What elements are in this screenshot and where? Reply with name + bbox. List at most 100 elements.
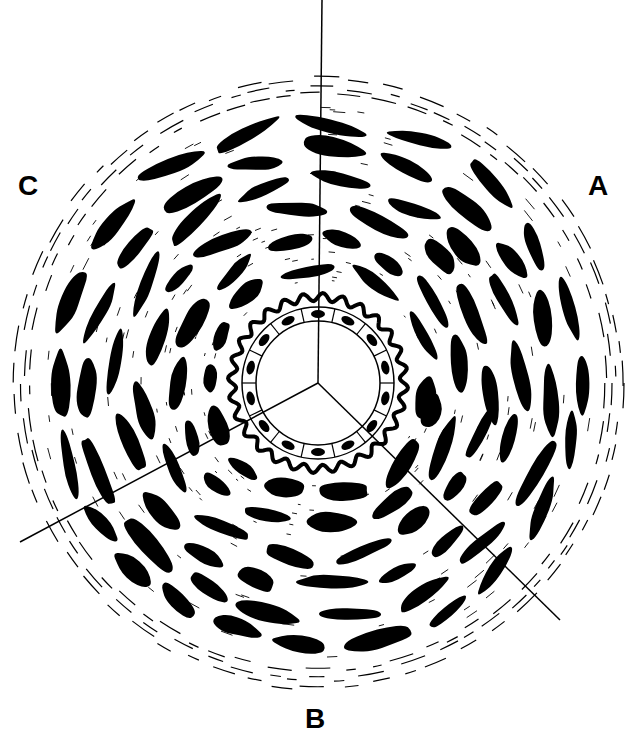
smooth-muscle-cell <box>209 320 233 353</box>
collagen-fiber <box>529 292 531 297</box>
adventitia-fiber <box>157 643 170 651</box>
adventitia-fiber <box>523 177 536 191</box>
collagen-fiber <box>525 543 529 548</box>
collagen-fiber <box>175 327 177 332</box>
collagen-fiber <box>114 472 117 479</box>
smooth-muscle-cell <box>75 357 99 418</box>
adventitia-fiber <box>549 197 563 216</box>
collagen-fiber <box>380 274 383 276</box>
collagen-fiber <box>166 402 168 406</box>
cell-boundary <box>332 443 335 457</box>
smooth-muscle-cell <box>541 363 561 437</box>
collagen-fiber <box>236 227 240 229</box>
collagen-fiber <box>262 241 266 242</box>
smooth-muscle-cell <box>235 172 291 207</box>
collagen-fiber <box>244 312 247 315</box>
adventitia-fiber <box>613 315 617 332</box>
adventitia-fiber <box>457 114 471 121</box>
collagen-fiber <box>122 473 125 480</box>
adventitia-fiber <box>132 621 154 637</box>
collagen-fiber <box>405 252 411 256</box>
adventitia-fiber <box>391 94 400 96</box>
collagen-fiber <box>48 351 50 360</box>
adventitia-fiber <box>68 235 74 245</box>
collagen-fiber <box>361 163 368 165</box>
collagen-fiber <box>588 418 590 431</box>
smooth-muscle-cell <box>439 222 486 272</box>
smooth-muscle-cells <box>47 110 589 658</box>
smooth-muscle-cell <box>112 224 156 272</box>
collagen-fiber <box>156 456 160 464</box>
collagen-fiber <box>106 338 108 343</box>
endothelial-nucleus <box>257 332 272 348</box>
adventitia-fiber <box>287 678 297 680</box>
collagen-fiber <box>72 429 73 435</box>
collagen-fiber <box>48 448 51 459</box>
smooth-muscle-cell <box>427 592 469 631</box>
adventitia-fiber <box>420 97 444 107</box>
collagen-fiber <box>298 504 301 505</box>
collagen-fiber <box>312 485 316 486</box>
smooth-muscle-cell <box>227 155 283 172</box>
collagen-fiber <box>285 259 290 260</box>
adventitia-fiber <box>373 665 382 667</box>
collagen-fiber <box>429 235 433 238</box>
collagen-fiber <box>117 307 120 316</box>
collagen-fiber <box>497 452 500 460</box>
adventitia-fiber <box>130 145 143 155</box>
collagen-fiber <box>449 301 451 304</box>
smooth-muscle-cell <box>47 268 91 337</box>
adventitia-fiber <box>119 159 136 174</box>
adventitia-fiber <box>401 656 425 664</box>
adventitia-fiber <box>443 121 453 126</box>
adventitia-fiber <box>465 619 479 628</box>
collagen-fiber <box>321 107 331 108</box>
smooth-muscle-cell <box>211 611 265 643</box>
collagen-fiber <box>126 329 128 338</box>
adventitia-fiber <box>232 95 241 98</box>
cell-boundary <box>301 443 304 457</box>
adventitia-fiber <box>276 96 290 98</box>
adventitia-fiber <box>102 578 112 589</box>
smooth-muscle-cell <box>170 295 215 352</box>
adventitia-fiber <box>300 686 324 688</box>
adventitia-fiber <box>52 253 58 265</box>
smooth-muscle-cell <box>485 272 524 328</box>
smooth-muscle-cell <box>342 621 414 658</box>
sector-line <box>318 0 322 383</box>
adventitia-fiber <box>570 520 580 537</box>
collagen-fiber <box>185 144 194 149</box>
smooth-muscle-cell <box>466 478 505 519</box>
collagen-fiber <box>300 575 306 576</box>
cell-boundary <box>242 382 256 383</box>
adventitia-fiber <box>71 184 85 201</box>
smooth-muscle-cell <box>157 442 190 495</box>
smooth-muscle-cell <box>141 306 175 367</box>
sector-letter: C <box>18 172 38 200</box>
adventitia-fiber <box>309 676 324 677</box>
adventitia-fiber <box>208 651 225 657</box>
adventitia-fiber <box>390 654 414 661</box>
collagen-fiber <box>486 591 494 598</box>
smooth-muscle-cell <box>162 260 196 295</box>
adventitia-fiber <box>522 573 537 589</box>
endothelial-nucleus <box>380 391 391 406</box>
smooth-muscle-cell <box>109 410 150 472</box>
collagen-fiber <box>191 389 192 395</box>
collagen-fiber <box>148 587 154 591</box>
adventitia-fiber <box>53 500 58 511</box>
adventitia-fiber <box>505 162 518 174</box>
adventitia-fiber <box>548 564 561 580</box>
smooth-muscle-cell <box>271 631 326 656</box>
adventitia-fiber <box>28 408 31 432</box>
adventitia-fiber <box>605 356 606 379</box>
collagen-fiber <box>438 275 442 279</box>
collagen-fiber <box>424 428 426 432</box>
collagen-fiber <box>241 476 245 479</box>
adventitia-fiber <box>347 90 372 94</box>
collagen-fiber <box>415 468 419 472</box>
smooth-muscle-cell <box>309 166 372 193</box>
smooth-muscle-cell <box>320 226 363 253</box>
adventitia-fiber <box>111 150 127 164</box>
adventitia-fiber <box>250 99 269 103</box>
